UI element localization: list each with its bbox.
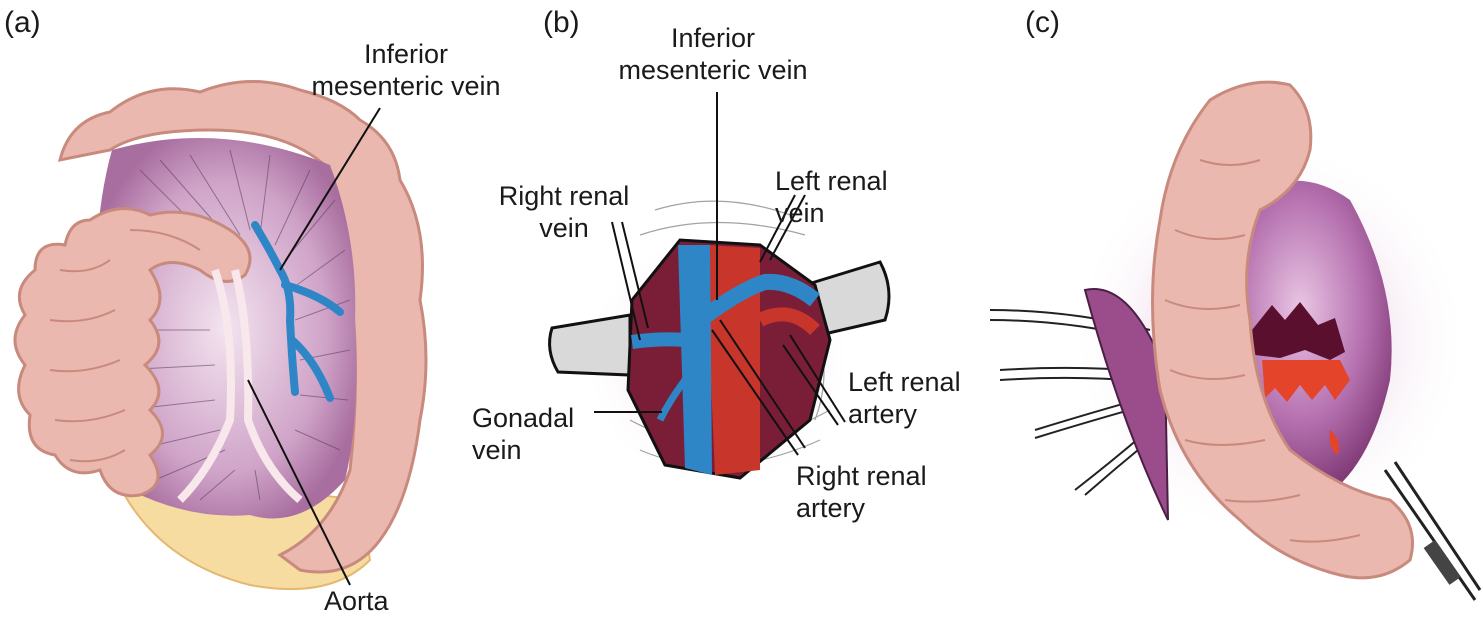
inferior-mesenteric-vein-a xyxy=(251,221,344,402)
label-inferior-mesenteric-vein-a: Inferior mesenteric vein xyxy=(311,39,501,101)
leader-left-renal-artery xyxy=(789,334,846,423)
leader-left-renal-vein xyxy=(769,194,806,261)
retractor-left xyxy=(548,313,632,377)
panel-c xyxy=(989,80,1482,601)
right-renal-vein-b xyxy=(631,332,686,349)
leader-left-renal-artery-2 xyxy=(782,344,839,426)
label-gonadal-vein: Gonadal vein xyxy=(472,403,575,465)
leader-right-renal-artery-2 xyxy=(711,329,799,456)
colon-c xyxy=(1151,80,1414,580)
tissue-flap xyxy=(1083,288,1169,521)
gonadal-vein-b xyxy=(656,377,688,422)
panel-b xyxy=(548,92,891,490)
vena-cava-b xyxy=(678,245,712,475)
bleeding-vessels xyxy=(1262,360,1350,455)
label-inferior-mesenteric-vein-b: Inferior mesenteric vein xyxy=(618,23,808,85)
label-right-renal-artery: Right renal artery xyxy=(796,461,927,523)
leader-right-renal-vein-2 xyxy=(621,221,649,329)
panel-a xyxy=(13,79,428,591)
leader-aorta xyxy=(247,379,351,586)
small-bowel-folds xyxy=(49,229,201,463)
leader-inferior-mesenteric-vein-a xyxy=(279,107,381,271)
small-bowel xyxy=(13,207,252,498)
panel-letter-c: (c) xyxy=(1025,6,1060,39)
leader-left-renal-vein-2 xyxy=(759,194,796,263)
panel-letter-a: (a) xyxy=(4,6,41,39)
leader-right-renal-artery xyxy=(719,319,806,449)
left-renal-artery-b xyxy=(756,307,820,336)
forceps-grip xyxy=(1423,539,1461,585)
retractor-right xyxy=(803,260,891,337)
label-right-renal-vein: Right renal vein xyxy=(498,181,630,243)
colon-folds-c xyxy=(1164,159,1361,543)
dark-opening xyxy=(1252,302,1345,360)
left-renal-vein-b xyxy=(695,273,820,327)
label-aorta: Aorta xyxy=(324,586,389,616)
forceps xyxy=(1383,461,1482,601)
leader-right-renal-vein xyxy=(611,221,641,341)
aorta-a xyxy=(177,268,303,504)
label-left-renal-artery: Left renal artery xyxy=(848,367,961,429)
panel-letter-b: (b) xyxy=(543,6,580,39)
label-left-renal-vein: Left renal vein xyxy=(775,166,888,228)
